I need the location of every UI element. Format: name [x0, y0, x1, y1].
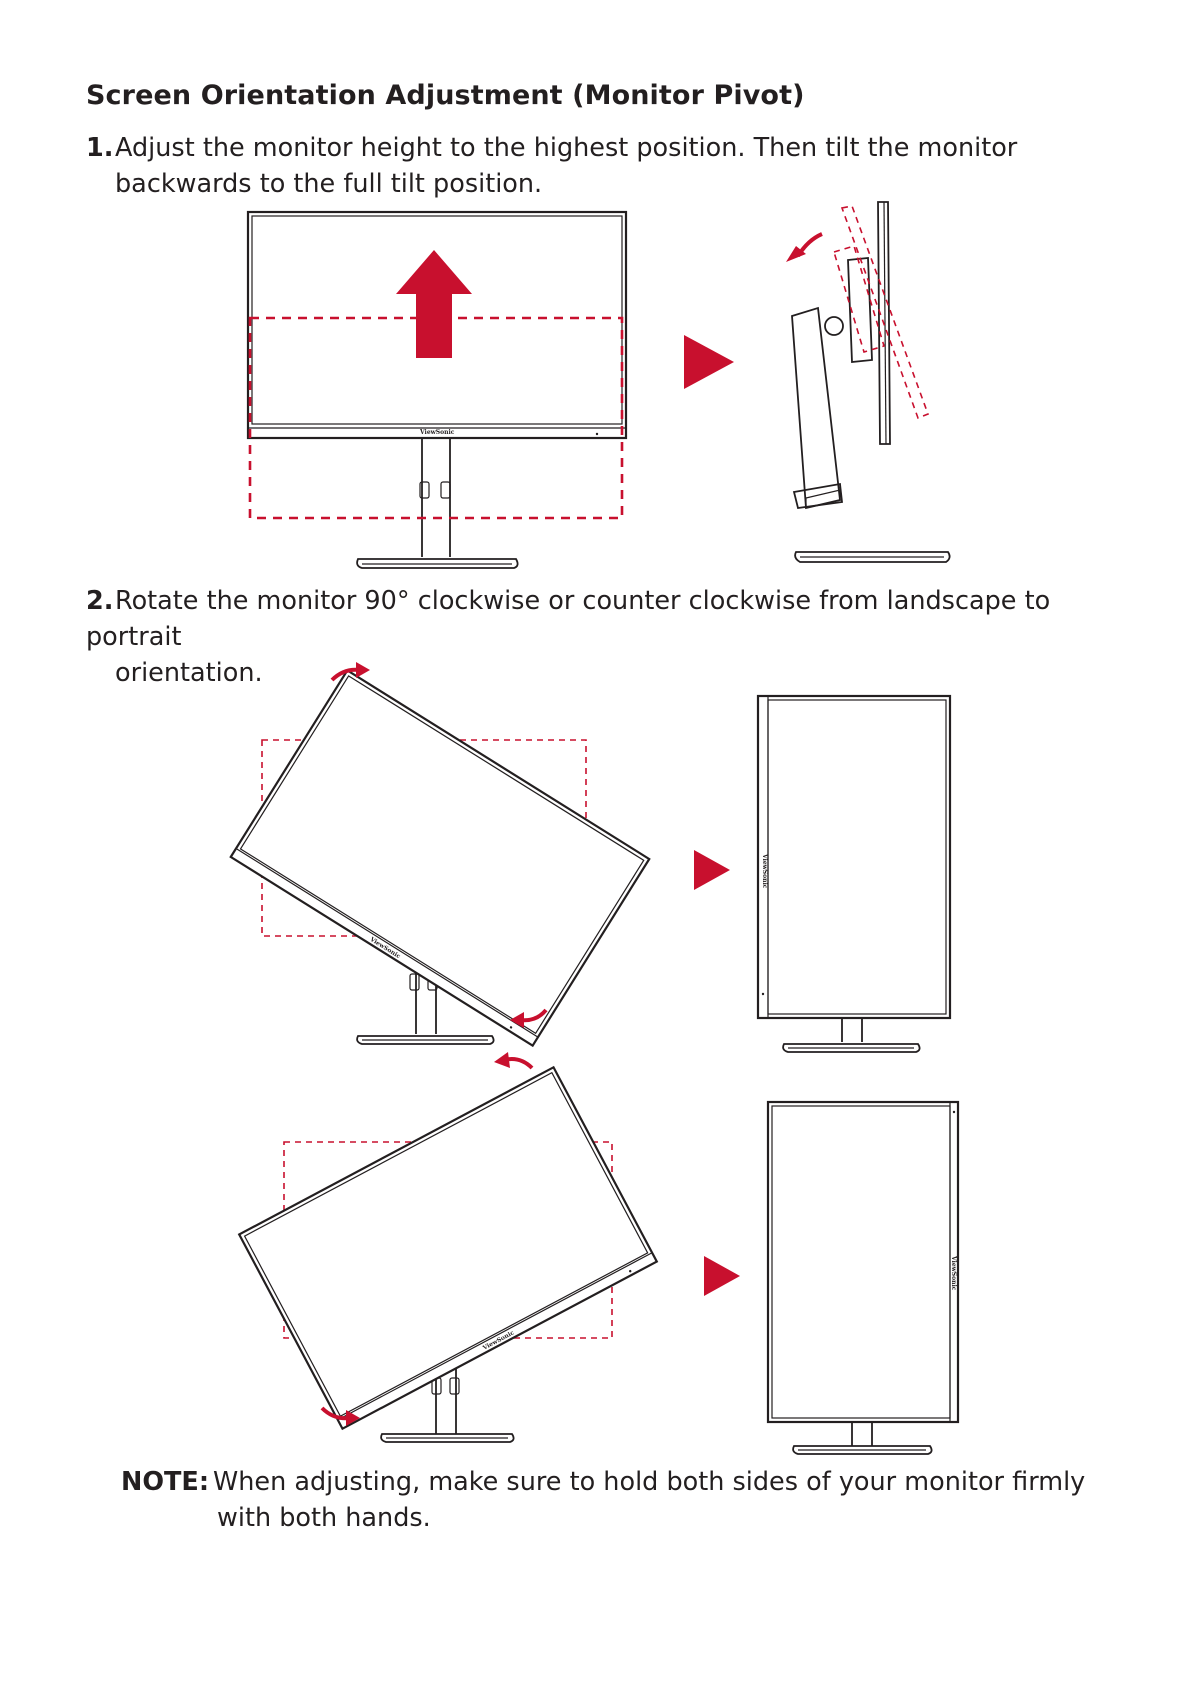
monitor-logo: ViewSonic — [419, 429, 455, 436]
step-1-number: 1. — [86, 133, 114, 163]
rotated-monitor-clockwise: ViewSonic — [229, 668, 651, 1048]
up-arrow-icon — [396, 250, 472, 358]
figure-rotate-clockwise: ViewSonic ViewSonic — [229, 662, 952, 1053]
step-1-line-2: backwards to the full tilt position. — [115, 169, 543, 199]
play-triangle-icon — [694, 850, 730, 890]
section-heading: Screen Orientation Adjustment (Monitor P… — [86, 80, 805, 111]
note: NOTE:When adjusting, make sure to hold b… — [121, 1464, 1121, 1536]
monitor-logo: ViewSonic — [761, 853, 768, 889]
step-2: 2.Rotate the monitor 90° clockwise or co… — [86, 583, 1126, 691]
play-triangle-icon — [684, 335, 734, 389]
rotate-arrow-icon — [330, 662, 548, 1028]
original-position-outline — [248, 316, 624, 520]
step-1: 1.Adjust the monitor height to the highe… — [86, 130, 1126, 202]
figure-rotate-counter-clockwise: ViewSonic ViewSonic — [237, 1052, 960, 1455]
note-label: NOTE: — [121, 1467, 210, 1497]
figure-height-tilt: ViewSonic — [246, 201, 951, 569]
monitor-side-view — [786, 201, 951, 563]
rotated-monitor-counter-clockwise: ViewSonic — [237, 1065, 659, 1431]
monitor-portrait-result-right: ViewSonic — [766, 1100, 960, 1455]
step-2-line-1: Rotate the monitor 90° clockwise or coun… — [86, 586, 1051, 652]
monitor-portrait-result-left: ViewSonic — [756, 694, 952, 1053]
monitor-front-view: ViewSonic — [246, 210, 628, 569]
note-line-1: When adjusting, make sure to hold both s… — [213, 1467, 1086, 1497]
step-2-number: 2. — [86, 586, 114, 616]
step-2-line-2: orientation. — [115, 658, 263, 688]
note-line-2: with both hands. — [217, 1503, 431, 1533]
rotate-arrow-icon — [320, 1052, 534, 1426]
step-1-line-1: Adjust the monitor height to the highest… — [115, 133, 1018, 163]
play-triangle-icon — [704, 1256, 740, 1296]
monitor-logo: ViewSonic — [950, 1255, 957, 1291]
